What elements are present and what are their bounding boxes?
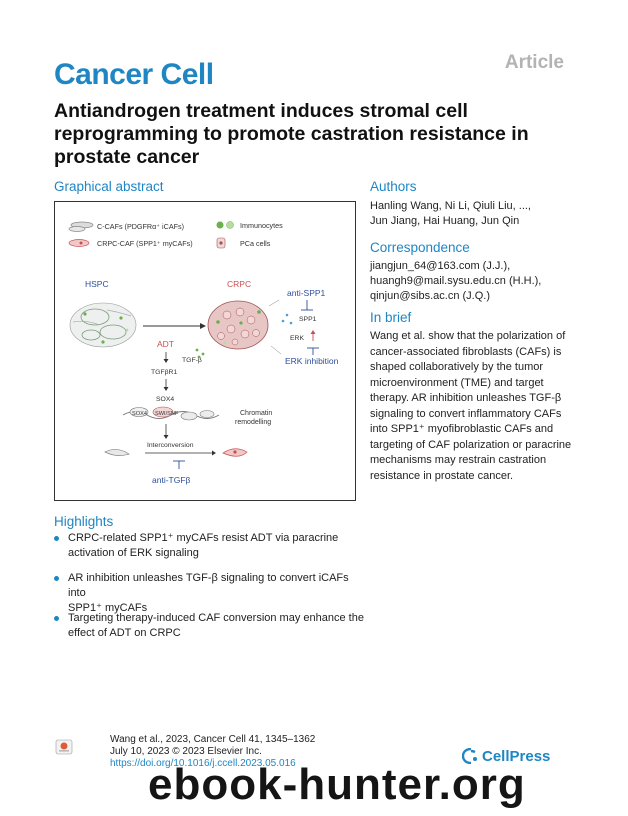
in-brief-line: shaped collaboratively by the tumor	[370, 361, 544, 373]
interconversion-label: Interconversion	[147, 442, 194, 449]
in-brief-line: cancer-associated fibroblasts (CAFs) is	[370, 345, 562, 358]
highlight-line: SPP1⁺ myCAFs	[68, 602, 148, 614]
email-link[interactable]: jiangjun_64@163.com (J.J.),	[370, 260, 511, 272]
highlight-line: activation of ERK signaling	[68, 547, 199, 559]
tgfb-particle	[197, 355, 201, 359]
bullet-icon	[54, 536, 59, 541]
title-line: prostate cancer	[54, 146, 200, 168]
cellpress-logo-icon	[461, 747, 480, 765]
in-brief-line: therapy. AR inhibition unleashes TGF-β	[370, 392, 562, 404]
crpc-tumor-illustration	[207, 300, 269, 350]
graphical-abstract-heading: Graphical abstract	[54, 179, 164, 194]
erk-up-arrowhead	[310, 330, 316, 334]
sox4-label: SOX4	[156, 396, 174, 403]
legend-c-caf-label: C-CAFs (PDGFRα⁺ iCAFs)	[97, 222, 184, 231]
caf-strand	[268, 299, 280, 307]
in-brief-text: Wang et al. show that the polarization o…	[370, 329, 571, 484]
doi-link[interactable]: https://doi.org/10.1016/j.ccell.2023.05.…	[110, 758, 296, 769]
email-link[interactable]: qinjun@sibs.ac.cn (J.Q.)	[370, 290, 490, 302]
legend-c-caf-icon	[68, 221, 94, 232]
title-line: Antiandrogen treatment induces stromal c…	[54, 100, 468, 122]
in-brief-line: signaling to convert inflammatory CAFs	[370, 407, 562, 420]
sox4-small-label: SOX4	[132, 411, 147, 417]
erk-inhibition-label: ERK inhibition	[285, 356, 339, 366]
caf-strand	[270, 345, 282, 355]
in-brief-line: Wang et al. show that the polarization o…	[370, 330, 566, 342]
legend-immunocyte-icon	[216, 221, 224, 229]
highlight-item: Targeting therapy-induced CAF conversion…	[54, 611, 364, 641]
correspondence-heading: Correspondence	[370, 240, 470, 255]
hspc-label: HSPC	[85, 279, 109, 289]
in-brief-line: targeting of CAF polarization or paracri…	[370, 438, 572, 451]
cascade-arrowhead	[163, 359, 169, 363]
anti-spp1-label: anti-SPP1	[287, 288, 326, 298]
in-brief-heading: In brief	[370, 310, 412, 325]
in-brief-line: into SPP1⁺ myofibroblastic CAFs and	[370, 423, 554, 435]
spp1-particle	[285, 313, 289, 317]
graphical-abstract-figure: C-CAFs (PDGFRα⁺ iCAFs) CRPC-CAF (SPP1⁺ m…	[54, 201, 356, 501]
legend-pca-cell-icon	[216, 237, 226, 249]
highlights-heading: Highlights	[54, 514, 114, 529]
hspc-tissue-illustration	[69, 302, 137, 348]
crpc-caf-cell-illustration	[222, 448, 248, 457]
correspondence-list: jiangjun_64@163.com (J.J.), huangh9@mail…	[370, 259, 541, 304]
watermark-text: ebook-hunter.org	[148, 760, 526, 809]
in-brief-line: mechanisms may restrain castration	[370, 454, 547, 466]
crpc-label: CRPC	[227, 279, 251, 289]
in-brief-line: resistance in prostate cancer.	[370, 469, 514, 482]
erk-label: ERK	[290, 335, 304, 342]
highlight-line: effect of ADT on CRPC	[68, 627, 181, 639]
title-line: reprogramming to promote castration resi…	[54, 123, 529, 145]
spp1-label: SPP1	[299, 316, 317, 323]
highlight-item: CRPC-related SPP1⁺ myCAFs resist ADT via…	[54, 531, 364, 561]
author-line: Jun Jiang, Hai Huang, Jun Qin	[370, 215, 520, 227]
cascade-arrowhead	[163, 387, 169, 391]
tgfb-particle	[201, 352, 205, 356]
spp1-particle	[281, 319, 285, 323]
paper-title: Antiandrogen treatment induces stromal c…	[54, 100, 574, 169]
swi-snf-label: SWI/SNF	[155, 411, 179, 417]
email-link[interactable]: huangh9@mail.sysu.edu.cn (H.H.),	[370, 275, 542, 287]
highlight-line: Targeting therapy-induced CAF conversion…	[68, 612, 364, 624]
chromatin-label: Chromatin	[240, 410, 272, 417]
bullet-icon	[54, 576, 59, 581]
bullet-icon	[54, 616, 59, 621]
cellpress-logo: CellPress	[482, 748, 551, 765]
in-brief-line: microenvironment (TME) and target	[370, 376, 544, 389]
remodelling-label: remodelling	[235, 419, 271, 426]
author-line: Hanling Wang, Ni Li, Qiuli Liu, ...,	[370, 200, 531, 212]
authors-heading: Authors	[370, 179, 417, 194]
tgfb-label: TGF-β	[182, 357, 202, 364]
tgfbr1-label: TGFβR1	[151, 369, 177, 376]
highlight-line: AR inhibition unleashes TGF-β signaling …	[68, 572, 349, 599]
legend-crpc-caf-label: CRPC-CAF (SPP1⁺ myCAFs)	[97, 239, 193, 248]
journal-name: Cancer Cell	[54, 58, 214, 91]
progression-arrowhead	[200, 323, 206, 329]
highlight-item: AR inhibition unleashes TGF-β signaling …	[54, 571, 364, 616]
legend-immunocyte-icon	[226, 221, 234, 229]
cascade-arrowhead	[163, 435, 169, 439]
publication-date: July 10, 2023 © 2023 Elsevier Inc.	[110, 746, 262, 757]
adt-label: ADT	[157, 339, 174, 349]
legend-crpc-caf-icon	[68, 239, 90, 247]
c-caf-cell-illustration	[104, 449, 130, 456]
interconversion-arrowhead	[212, 450, 216, 456]
spp1-particle	[289, 321, 293, 325]
legend-pca-cell-label: PCa cells	[240, 239, 271, 248]
check-for-updates-icon[interactable]	[55, 739, 73, 755]
chromatin-illustration	[122, 406, 220, 421]
graphical-abstract-svg: C-CAFs (PDGFRα⁺ iCAFs) CRPC-CAF (SPP1⁺ m…	[68, 221, 339, 485]
citation: Wang et al., 2023, Cancer Cell 41, 1345–…	[110, 734, 316, 745]
article-label: Article	[504, 52, 564, 73]
legend-immunocyte-label: Immunocytes	[240, 221, 283, 230]
tgfb-particle	[195, 348, 199, 352]
highlight-line: CRPC-related SPP1⁺ myCAFs resist ADT via…	[68, 532, 339, 544]
authors-list: Hanling Wang, Ni Li, Qiuli Liu, ..., Jun…	[370, 199, 531, 229]
anti-tgfb-label: anti-TGFβ	[152, 475, 191, 485]
